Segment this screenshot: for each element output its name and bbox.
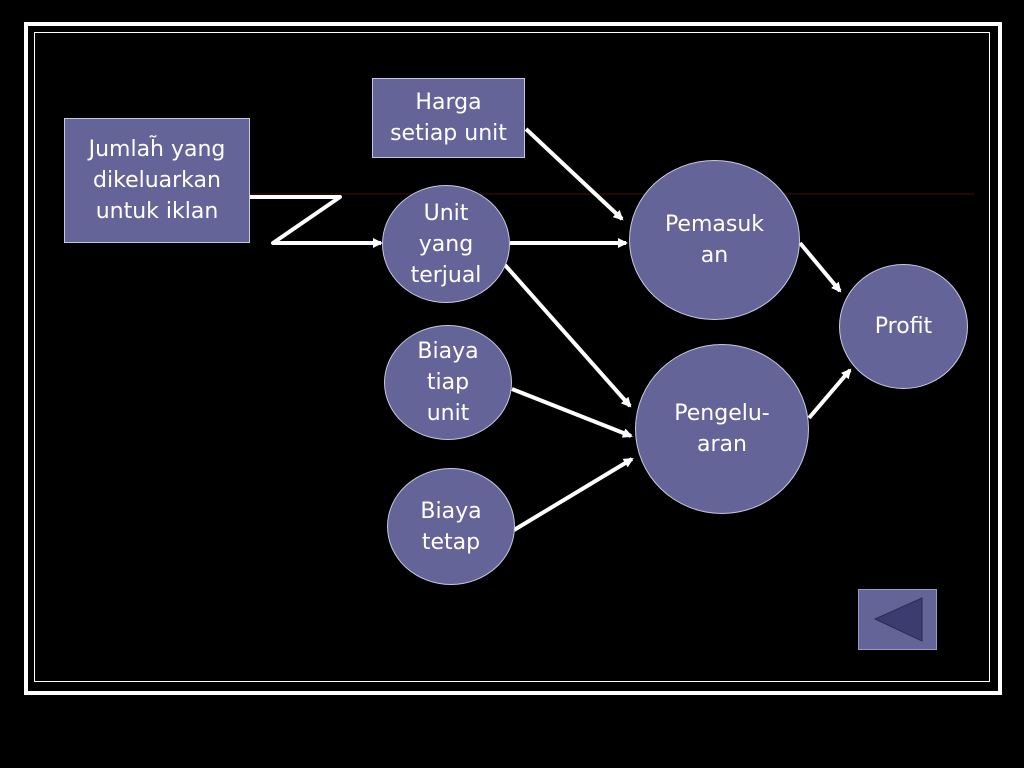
node-profit: Profit xyxy=(839,264,968,389)
node-biaya-tetap: Biaya tetap xyxy=(387,468,515,585)
triangle-left-icon xyxy=(873,597,923,642)
arrow-pengeluaran-to-profit xyxy=(807,368,852,420)
arrow-harga-to-pemasukan xyxy=(524,127,624,221)
arrow-biaya-tiap-to-pengeluaran xyxy=(511,387,633,438)
slide-frame-inner xyxy=(34,32,990,682)
node-jumlah-iklan: Jumlah̃ yang dikeluarkan untuk iklan xyxy=(64,118,250,243)
back-button[interactable] xyxy=(858,589,937,650)
arrow-unit-to-pengeluaran xyxy=(503,263,632,408)
node-biaya-tiap-unit: Biaya tiap unit xyxy=(384,325,512,440)
node-pemasukan: Pemasuk an xyxy=(629,160,800,320)
node-pengeluaran: Pengelu- aran xyxy=(635,344,809,514)
arrow-jumlah-to-unit xyxy=(250,195,383,248)
slide-frame-outer xyxy=(24,22,1002,695)
node-harga-setiap-unit: Harga setiap unit xyxy=(372,78,525,158)
node-unit-terjual: Unit yang terjual xyxy=(382,185,510,303)
arrow-pemasukan-to-profit xyxy=(798,241,842,293)
arrow-biaya-tetap-to-pengeluaran xyxy=(512,457,634,532)
